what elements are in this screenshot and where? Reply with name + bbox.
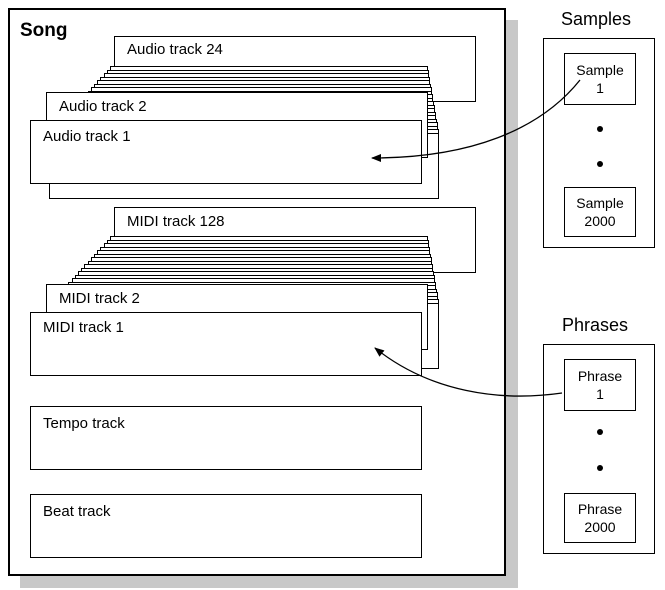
sample-2000-number: 2000 — [584, 213, 616, 229]
audio-track-1: Audio track 1 — [30, 120, 422, 184]
sample-to-audio-arrow — [371, 79, 581, 162]
phrase-1: Phrase 1 — [564, 359, 636, 411]
tempo-track: Tempo track — [30, 406, 422, 470]
phrase-2000: Phrase 2000 — [564, 493, 636, 543]
audio-track-2-label: Audio track 2 — [59, 98, 147, 115]
phrase-1-name: Phrase — [577, 368, 623, 384]
midi-track-1: MIDI track 1 — [30, 312, 422, 376]
midi-track-1-label: MIDI track 1 — [43, 319, 124, 336]
sample-2000-name: Sample — [576, 195, 624, 211]
samples-heading: Samples — [561, 9, 632, 29]
beat-track-label: Beat track — [43, 503, 111, 520]
phrase-1-number: 1 — [596, 386, 604, 402]
tempo-track-label: Tempo track — [43, 415, 125, 432]
midi-track-128-label: MIDI track 128 — [127, 213, 225, 230]
phrase-ellipsis-dot — [597, 465, 603, 471]
phrase-ellipsis-dot — [597, 429, 603, 435]
audio-track-1-label: Audio track 1 — [43, 128, 131, 145]
phrase-2000-name: Phrase — [577, 501, 623, 517]
phrases-heading: Phrases — [562, 315, 629, 335]
phrase-2000-number: 2000 — [584, 519, 616, 535]
beat-track: Beat track — [30, 494, 422, 558]
midi-track-2-label: MIDI track 2 — [59, 290, 140, 307]
samples-panel: Sample 1 Sample 2000 — [543, 38, 655, 248]
sample-1-name: Sample — [576, 62, 624, 78]
audio-track-24-label: Audio track 24 — [127, 41, 223, 58]
sample-2000: Sample 2000 — [564, 187, 636, 237]
sample-ellipsis-dot — [597, 161, 603, 167]
phrase-to-midi-arrow — [374, 347, 563, 397]
sample-1-number: 1 — [596, 80, 604, 96]
song-title: Song — [20, 20, 68, 41]
sample-ellipsis-dot — [597, 126, 603, 132]
sample-1: Sample 1 — [564, 53, 636, 105]
phrases-panel: Phrase 1 Phrase 2000 — [543, 344, 655, 554]
